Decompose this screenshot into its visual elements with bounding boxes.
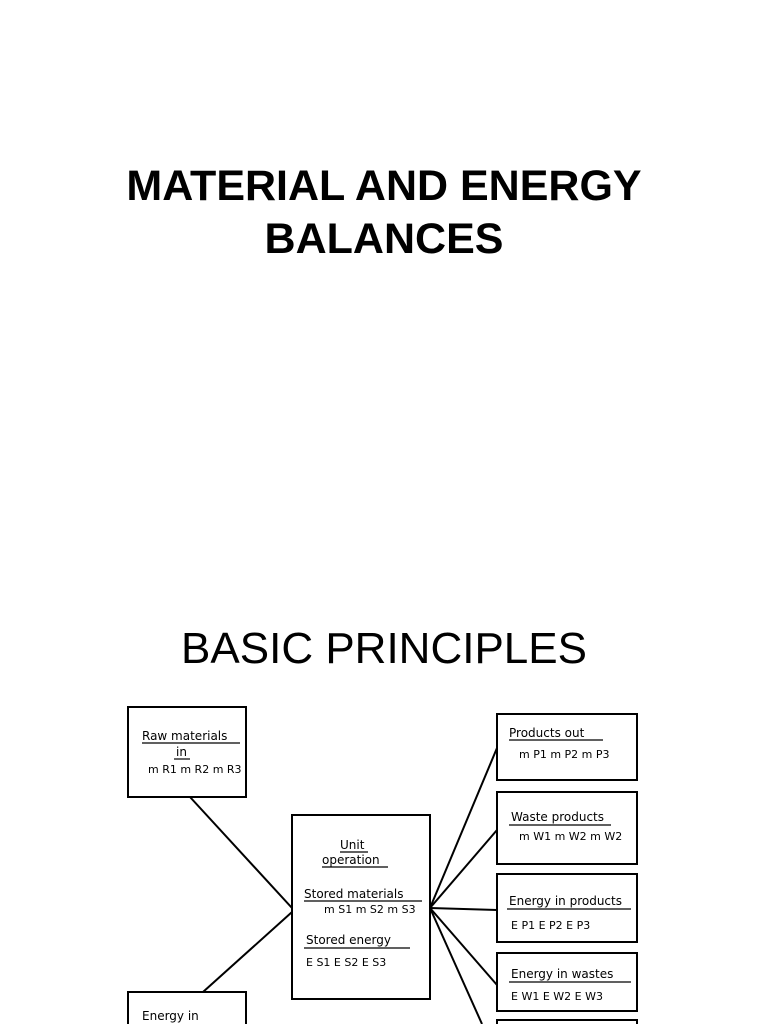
waste-products-label: Waste products — [511, 810, 604, 824]
connector-unit-to-bottom — [429, 907, 483, 1024]
slide-title-line-1: MATERIAL AND ENERGY — [126, 162, 642, 210]
raw-materials-vars: m R1 m R2 m R3 — [148, 763, 242, 776]
connector-unit-to-products — [429, 747, 498, 909]
products-out-label: Products out — [509, 726, 585, 740]
energy-in-products-box — [496, 873, 638, 943]
waste-products-box — [496, 791, 638, 865]
energy-in-label: Energy in — [142, 1009, 199, 1023]
section-heading: BASIC PRINCIPLES — [181, 624, 587, 673]
raw-materials-label: Raw materials — [142, 729, 227, 743]
stored-materials-vars: m S1 m S2 m S3 — [324, 903, 416, 916]
raw-materials-box — [127, 706, 247, 798]
connector-unit-to-waste — [429, 829, 498, 909]
unit-operation-box — [291, 814, 431, 1000]
stored-materials-label: Stored materials — [304, 887, 404, 901]
energy-in-wastes-vars: E W1 E W2 E W3 — [511, 990, 603, 1003]
connector-energy-to-unit — [202, 911, 293, 993]
products-out-box — [496, 713, 638, 781]
energy-in-products-label: Energy in products — [509, 894, 622, 908]
connector-unit-to-energy-products — [429, 907, 498, 911]
stored-energy-vars: E S1 E S2 E S3 — [306, 956, 386, 969]
connector-unit-to-energy-wastes — [429, 907, 498, 986]
raw-materials-in-label: in — [176, 745, 187, 759]
slide-title-line-2: BALANCES — [264, 215, 504, 263]
operation-label: operation — [322, 853, 380, 867]
products-out-vars: m P1 m P2 m P3 — [519, 748, 610, 761]
energy-in-products-vars: E P1 E P2 E P3 — [511, 919, 590, 932]
unit-label: Unit — [340, 838, 365, 852]
bottom-box-partial — [496, 1019, 638, 1024]
waste-products-vars: m W1 m W2 m W2 — [519, 830, 622, 843]
energy-in-wastes-label: Energy in wastes — [511, 967, 613, 981]
connector-raw-to-unit — [189, 796, 293, 909]
stored-energy-label: Stored energy — [306, 933, 391, 947]
energy-in-box — [127, 991, 247, 1024]
slide-title: MATERIAL AND ENERGY BALANCES — [0, 160, 768, 266]
